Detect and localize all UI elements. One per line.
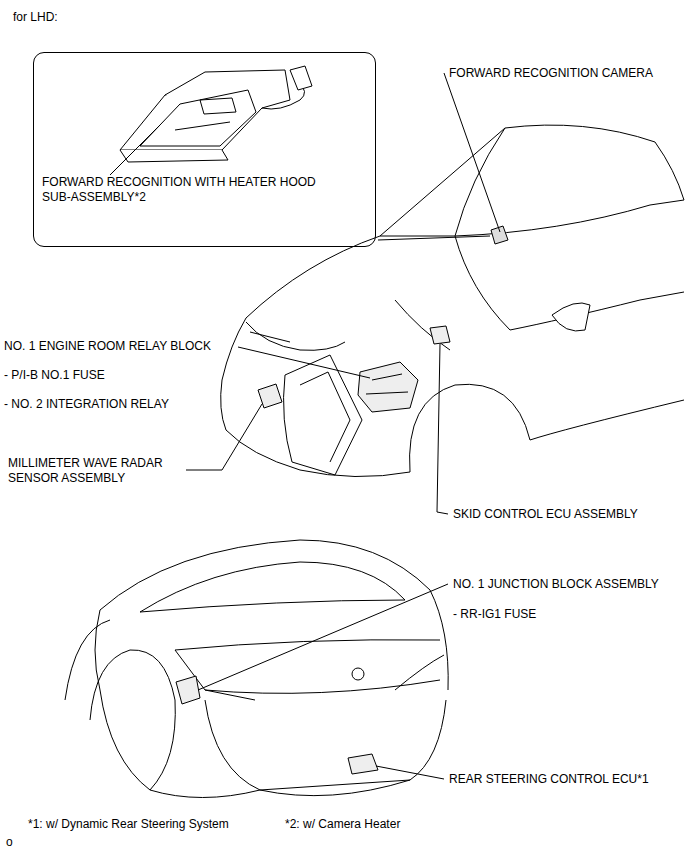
illustration-line [246,236,380,318]
leader-line [437,344,448,514]
illustration-line [140,90,256,146]
illustration-line [455,128,505,236]
illustration-line [175,640,440,650]
illustration-line [250,332,290,342]
illustration-line [175,122,230,130]
leader-line [444,73,500,232]
leader-line [238,347,370,378]
illustration-line [655,142,684,200]
part-label: NO. 1 JUNCTION BLOCK ASSEMBLY [453,577,659,592]
part-label: - P/I-B NO.1 FUSE [4,368,105,383]
part-label: o [6,835,13,850]
part-label: FORWARD RECOGNITION CAMERA [449,66,653,81]
part-name: FORWARD RECOGNITION WITH HEATER HOOD SUB… [42,175,342,205]
leader-line [186,404,262,470]
part-label: - RR-IG1 FUSE [453,607,536,622]
leader-line [376,766,444,779]
illustration-line [410,384,530,472]
leader-line [378,236,490,240]
inset-box: FORWARD RECOGNITION WITH HEATER HOOD SUB… [33,52,376,247]
illustration-line [246,322,345,350]
illustration-line [205,700,446,790]
illustration-line [140,562,405,612]
part-label: *1: w/ Dynamic Rear Steering System [28,817,229,832]
illustration-line [366,374,408,394]
part-label: MILLIMETER WAVE RADAR SENSOR ASSEMBLY [8,456,183,486]
leader-line [110,125,160,175]
illustration-line [552,303,590,331]
illustration-line [120,150,228,162]
illustration-line [290,66,312,90]
illustration-line [260,780,410,796]
illustration-line [455,236,684,330]
part-label: REAR STEERING CONTROL ECU*1 [449,772,649,787]
illustration-line [200,98,236,114]
illustration-line [176,676,200,704]
illustration-line [380,200,684,236]
illustration-line [300,372,350,462]
illustration-line [430,326,450,344]
illustration-line [100,690,260,798]
illustration-line [90,650,175,790]
illustration-line [395,655,444,690]
illustration-line [358,362,418,412]
illustration-line [395,300,450,350]
part-label: - NO. 2 INTEGRATION RELAY [4,397,169,412]
illustration-line [530,400,684,440]
illustration-line [491,226,508,244]
illustration-line [165,70,290,108]
illustration-line [348,754,378,774]
leader-line [198,584,448,690]
illustration-line [100,540,430,610]
illustration-line [380,125,655,236]
illustration-line [65,620,110,700]
part-label: SKID CONTROL ECU ASSEMBLY [453,507,638,522]
title: for LHD: [13,10,58,25]
part-label: *2: w/ Camera Heater [285,817,400,832]
part-label: NO. 1 ENGINE ROOM RELAY BLOCK [4,339,211,354]
illustration-line [140,600,405,612]
emblem [352,668,364,680]
